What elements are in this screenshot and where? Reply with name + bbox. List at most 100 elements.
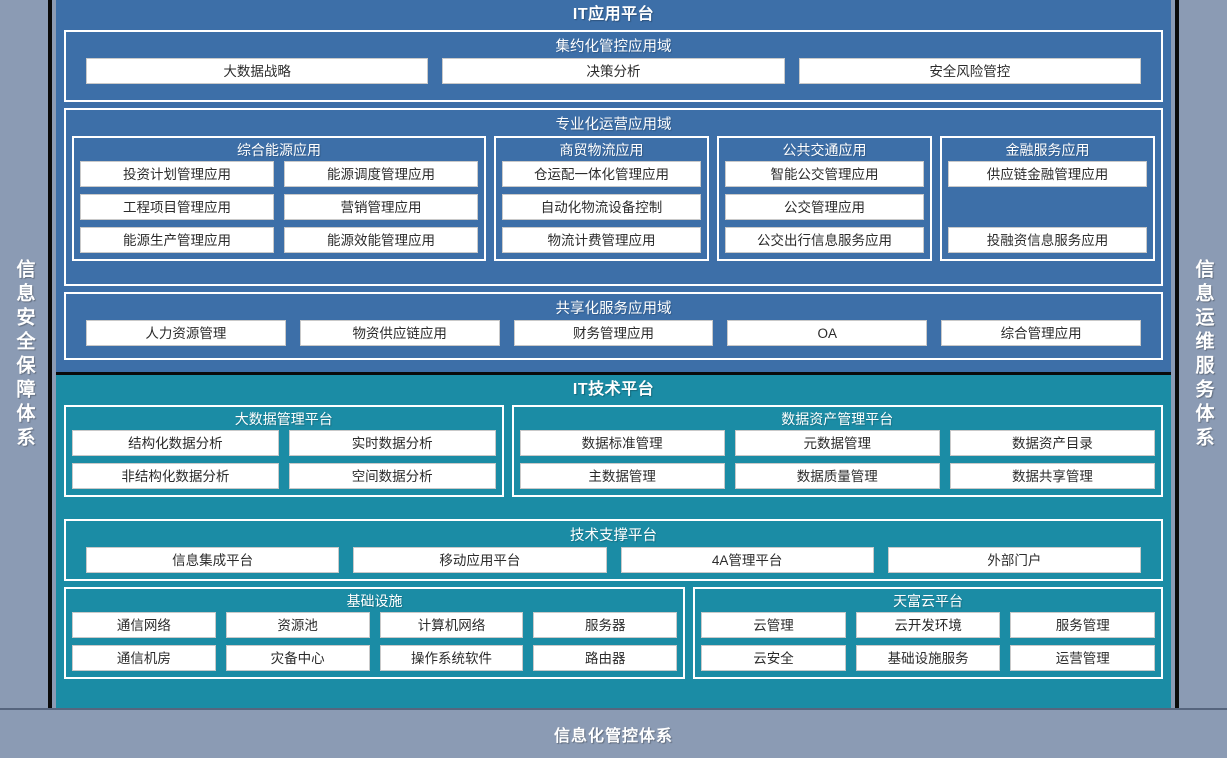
- group-item[interactable]: 结构化数据分析: [72, 430, 279, 456]
- group-item: [948, 194, 1147, 220]
- group-item[interactable]: 实时数据分析: [288, 430, 496, 456]
- group-item[interactable]: 能源调度管理应用: [284, 161, 478, 187]
- group-rows: 数据标准管理元数据管理数据资产目录主数据管理数据质量管理数据共享管理: [519, 430, 1156, 489]
- domain-item[interactable]: 人力资源管理: [86, 320, 286, 346]
- right-rail-label: 信息运维服务体系: [1192, 259, 1214, 451]
- group-item-row: 云安全基础设施服务运营管理: [701, 645, 1156, 671]
- group-item[interactable]: 服务器: [533, 612, 678, 638]
- domain-item-row: 信息集成平台移动应用平台 4A管理平台外部门户: [72, 547, 1155, 575]
- group-item[interactable]: 通信机房: [72, 645, 216, 671]
- group-item-row: 能源生产管理应用能源效能管理应用: [80, 227, 478, 253]
- group-title: 金融服务应用: [1005, 142, 1090, 158]
- group-rows: 结构化数据分析实时数据分析非结构化数据分析空间数据分析: [72, 430, 496, 489]
- group-item[interactable]: 能源效能管理应用: [284, 227, 478, 253]
- domain-item[interactable]: 物资供应链应用: [299, 320, 500, 346]
- domain-item[interactable]: 决策分析: [442, 58, 785, 84]
- group-item[interactable]: 工程项目管理应用: [80, 194, 274, 220]
- domain-item[interactable]: 信息集成平台: [86, 547, 340, 573]
- group-title: 综合能源应用: [237, 142, 321, 158]
- domain-item[interactable]: OA: [727, 320, 928, 346]
- group-rows: 供应链金融管理应用投融资信息服务应用: [948, 161, 1147, 253]
- group-card: 综合能源应用投资计划管理应用能源调度管理应用工程项目管理应用营销管理应用能源生产…: [72, 136, 486, 261]
- group-title: 数据资产管理平台: [781, 411, 894, 427]
- group-row: 大数据管理平台结构化数据分析实时数据分析非结构化数据分析空间数据分析数据资产管理…: [64, 405, 1163, 497]
- application-domain-list: 集约化管控应用域大数据战略决策分析安全风险管控专业化运营应用域综合能源应用投资计…: [64, 30, 1163, 360]
- it-technology-platform: IT技术平台 大数据管理平台结构化数据分析实时数据分析非结构化数据分析空间数据分…: [56, 372, 1171, 710]
- group-item[interactable]: 路由器: [533, 645, 678, 671]
- group-rows: 投资计划管理应用能源调度管理应用工程项目管理应用营销管理应用能源生产管理应用能源…: [80, 161, 478, 253]
- group-item[interactable]: 仓运配一体化管理应用: [502, 161, 701, 187]
- group-item[interactable]: 操作系统软件: [379, 645, 524, 671]
- domain-item[interactable]: 4A管理平台: [620, 547, 874, 573]
- group-card: 数据资产管理平台数据标准管理元数据管理数据资产目录主数据管理数据质量管理数据共享…: [511, 405, 1163, 497]
- group-title: 商贸物流应用: [559, 142, 644, 158]
- group-item[interactable]: 投资计划管理应用: [80, 161, 274, 187]
- group-item-row: 主数据管理数据质量管理数据共享管理: [519, 463, 1156, 489]
- it-application-platform: IT应用平台 集约化管控应用域大数据战略决策分析安全风险管控专业化运营应用域综合…: [56, 0, 1171, 372]
- group-item[interactable]: 数据共享管理: [949, 463, 1156, 489]
- group-item[interactable]: 云开发环境: [855, 612, 1001, 638]
- group-item[interactable]: 非结构化数据分析: [72, 463, 279, 489]
- domain-block: 技术支撑平台信息集成平台移动应用平台 4A管理平台外部门户: [64, 519, 1163, 581]
- group-item[interactable]: 智能公交管理应用: [725, 161, 924, 187]
- group-item-row: 自动化物流设备控制: [502, 194, 701, 220]
- group-item[interactable]: 灾备中心: [225, 645, 370, 671]
- group-item[interactable]: 云安全: [701, 645, 846, 671]
- domain-title: 专业化运营应用域: [555, 117, 672, 133]
- group-item-row: 云管理云开发环境服务管理: [701, 612, 1156, 638]
- group-item[interactable]: 空间数据分析: [288, 463, 496, 489]
- group-item[interactable]: 投融资信息服务应用: [948, 227, 1147, 253]
- right-rail-it-operations: 信息运维服务体系: [1175, 0, 1227, 710]
- group-item[interactable]: 运营管理: [1010, 645, 1156, 671]
- group-card: 公共交通应用智能公交管理应用公交管理应用公交出行信息服务应用: [717, 136, 932, 261]
- group-item[interactable]: 能源生产管理应用: [80, 227, 274, 253]
- group-item[interactable]: 数据标准管理: [519, 430, 725, 456]
- group-item[interactable]: 资源池: [225, 612, 370, 638]
- domain-block: 专业化运营应用域综合能源应用投资计划管理应用能源调度管理应用工程项目管理应用营销…: [64, 108, 1163, 286]
- group-item-row: 公交管理应用: [725, 194, 924, 220]
- left-rail-information-security: 信息安全保障体系: [0, 0, 52, 710]
- domain-item[interactable]: 大数据战略: [86, 58, 429, 84]
- group-item[interactable]: 公交管理应用: [725, 194, 924, 220]
- domain-item[interactable]: 移动应用平台: [353, 547, 607, 573]
- group-item-row: 通信网络资源池计算机网络服务器: [72, 612, 678, 638]
- group-item-row: 投资计划管理应用能源调度管理应用: [80, 161, 478, 187]
- group-item[interactable]: 数据质量管理: [734, 463, 940, 489]
- group-item[interactable]: 主数据管理: [519, 463, 725, 489]
- domain-item[interactable]: 安全风险管控: [798, 58, 1141, 84]
- group-item[interactable]: 公交出行信息服务应用: [725, 227, 924, 253]
- group-title: 大数据管理平台: [234, 411, 333, 427]
- group-item[interactable]: 计算机网络: [379, 612, 524, 638]
- group-item[interactable]: 元数据管理: [734, 430, 940, 456]
- domain-item[interactable]: 财务管理应用: [513, 320, 714, 346]
- group-item-row: 通信机房灾备中心操作系统软件路由器: [72, 645, 678, 671]
- group-item-row: [948, 194, 1147, 220]
- group-title: 公共交通应用: [782, 142, 867, 158]
- domain-item-row: 人力资源管理物资供应链应用财务管理应用 OA 综合管理应用: [72, 320, 1155, 348]
- domain-item[interactable]: 外部门户: [887, 547, 1141, 573]
- group-item[interactable]: 营销管理应用: [284, 194, 478, 220]
- group-item[interactable]: 服务管理: [1010, 612, 1156, 638]
- group-item-row: 数据标准管理元数据管理数据资产目录: [519, 430, 1156, 456]
- group-item[interactable]: 基础设施服务: [855, 645, 1001, 671]
- domain-title: 技术支撑平台: [570, 528, 657, 544]
- group-item[interactable]: 自动化物流设备控制: [502, 194, 701, 220]
- domain-block: 集约化管控应用域大数据战略决策分析安全风险管控: [64, 30, 1163, 102]
- domain-item[interactable]: 综合管理应用: [941, 320, 1141, 346]
- informatization-governance-band: 信息化管控体系: [0, 708, 1227, 758]
- group-item-row: 工程项目管理应用营销管理应用: [80, 194, 478, 220]
- group-item-row: 物流计费管理应用: [502, 227, 701, 253]
- group-item-row: 智能公交管理应用: [725, 161, 924, 187]
- group-item[interactable]: 云管理: [701, 612, 846, 638]
- group-item[interactable]: 供应链金融管理应用: [948, 161, 1147, 187]
- domain-title: 共享化服务应用域: [555, 301, 672, 317]
- group-row: 基础设施通信网络资源池计算机网络服务器通信机房灾备中心操作系统软件路由器天富云平…: [64, 587, 1163, 679]
- domain-block: 共享化服务应用域人力资源管理物资供应链应用财务管理应用 OA 综合管理应用: [64, 292, 1163, 360]
- group-card: 大数据管理平台结构化数据分析实时数据分析非结构化数据分析空间数据分析: [64, 405, 504, 497]
- group-item[interactable]: 物流计费管理应用: [502, 227, 701, 253]
- domain-title: 集约化管控应用域: [555, 39, 672, 55]
- group-item-row: 投融资信息服务应用: [948, 227, 1147, 253]
- group-item[interactable]: 通信网络: [72, 612, 216, 638]
- group-item[interactable]: 数据资产目录: [949, 430, 1156, 456]
